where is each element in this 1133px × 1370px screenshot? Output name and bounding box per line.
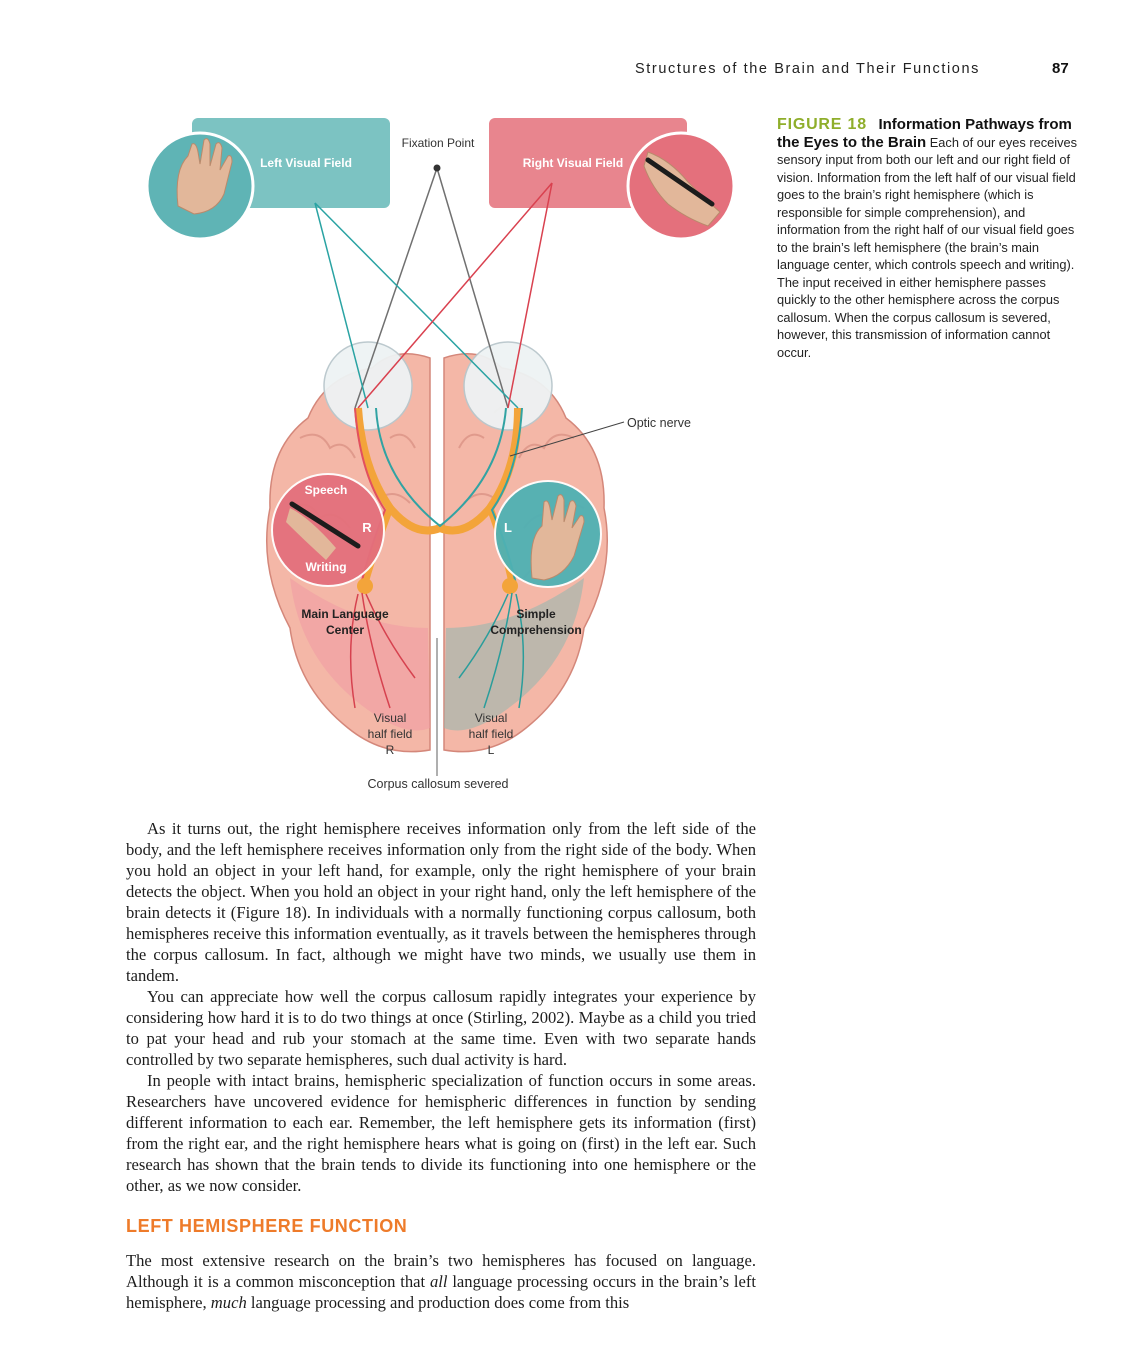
section-heading: LEFT HEMISPHERE FUNCTION xyxy=(126,1216,408,1236)
brain-figure: Left Visual Field Right Visual Field Fix… xyxy=(145,118,736,791)
figure-label: FIGURE 18 xyxy=(777,116,867,133)
r-label: R xyxy=(362,520,372,535)
left-visual-field-label: Left Visual Field xyxy=(260,156,352,170)
simple-comprehension-label-1: Simple xyxy=(516,607,556,621)
figure-caption-text: Each of our eyes receives sensory input … xyxy=(777,134,1078,360)
optic-nerve-label: Optic nerve xyxy=(627,416,691,430)
main-language-label-2: Center xyxy=(326,623,364,637)
visual-half-field-r-3: R xyxy=(386,743,395,757)
paragraph-1: As it turns out, the right hemisphere re… xyxy=(126,819,756,985)
paragraph-3: In people with intact brains, hemispheri… xyxy=(126,1071,756,1195)
figure-title: Information Pathways from the Eyes to th… xyxy=(777,116,1072,151)
body-text: As it turns out, the right hemisphere re… xyxy=(126,818,756,1196)
brain-illustration xyxy=(266,341,608,776)
body-text-continued: The most extensive research on the brain… xyxy=(126,1250,756,1313)
l-label: L xyxy=(504,520,512,535)
writing-label: Writing xyxy=(305,560,346,574)
paragraph-2: You can appreciate how well the corpus c… xyxy=(126,987,756,1069)
figure-caption: FIGURE 18 Information Pathways from the … xyxy=(777,116,1077,361)
fixation-point-label: Fixation Point xyxy=(402,136,475,150)
main-language-label-1: Main Language xyxy=(301,607,389,621)
speech-label: Speech xyxy=(305,483,348,497)
visual-half-field-r-1: Visual xyxy=(374,711,406,725)
simple-comprehension-label-2: Comprehension xyxy=(490,623,581,637)
visual-half-field-l-2: half field xyxy=(469,727,514,741)
visual-half-field-r-2: half field xyxy=(368,727,413,741)
right-hand-circle xyxy=(626,131,736,241)
running-head: Structures of the Brain and Their Functi… xyxy=(635,61,980,77)
visual-half-field-l-1: Visual xyxy=(475,711,507,725)
page-number: 87 xyxy=(1052,60,1069,77)
left-hand-circle xyxy=(145,131,255,241)
right-visual-field-label: Right Visual Field xyxy=(523,156,623,170)
sight-lines xyxy=(314,164,625,457)
paragraph-4: The most extensive research on the brain… xyxy=(126,1251,756,1312)
corpus-callosum-label: Corpus callosum severed xyxy=(367,777,508,791)
visual-half-field-l-3: L xyxy=(488,743,495,757)
